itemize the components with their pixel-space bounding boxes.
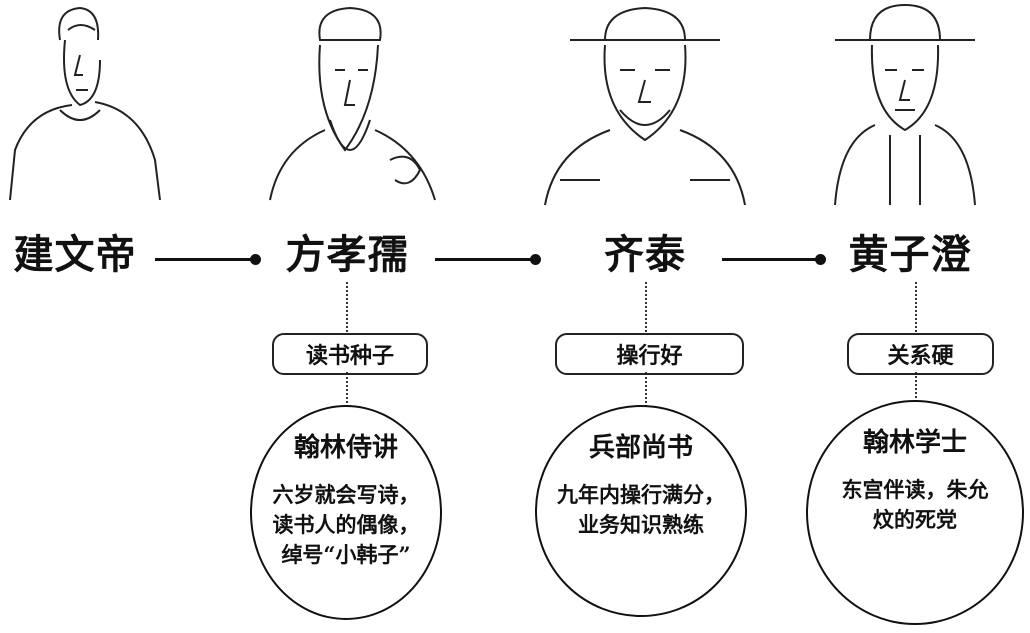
connector-dot — [815, 254, 826, 265]
dotted-link — [645, 282, 647, 332]
connector-dot — [530, 254, 541, 265]
name-qitai: 齐泰 — [604, 231, 686, 278]
role-description: 九年内操行满分， 业务知识熟练 — [557, 482, 725, 537]
tag-qitai: 操行好 — [555, 333, 744, 375]
portrait-jianwendi — [9, 6, 161, 201]
circle-huangzicheng: 翰林学士 东宫伴读，朱允 炆的死党 — [806, 400, 1024, 625]
dotted-link — [346, 372, 348, 407]
name-jianwendi: 建文帝 — [13, 231, 137, 278]
dotted-link — [915, 372, 917, 402]
circle-qitai: 兵部尚书 九年内操行满分， 业务知识熟练 — [535, 405, 747, 617]
connector-line — [722, 258, 822, 261]
connector-line — [435, 258, 535, 261]
tag-fangxiaoru: 读书种子 — [272, 333, 428, 375]
circle-fangxiaoru: 翰林侍讲 六岁就会写诗， 读书人的偶像， 绰号“小韩子” — [250, 405, 442, 620]
portrait-qitai — [544, 6, 746, 206]
role-title: 翰林学士 — [862, 428, 967, 458]
role-title: 翰林侍讲 — [293, 433, 398, 463]
connector-line — [155, 258, 255, 261]
role-description: 东宫伴读，朱允 炆的死党 — [841, 477, 989, 532]
role-description: 六岁就会写诗， 读书人的偶像， 绰号“小韩子” — [272, 482, 420, 567]
portrait-fangxiaoru — [269, 6, 436, 201]
connector-dot — [250, 254, 261, 265]
dotted-link — [915, 282, 917, 332]
name-fangxiaoru: 方孝孺 — [285, 231, 409, 278]
role-title: 兵部尚书 — [588, 433, 693, 463]
tag-huangzicheng: 关系硬 — [847, 333, 994, 375]
dotted-link — [645, 372, 647, 407]
name-huangzicheng: 黄子澄 — [848, 231, 972, 278]
portrait-huangzicheng — [834, 3, 976, 206]
dotted-link — [346, 282, 348, 332]
